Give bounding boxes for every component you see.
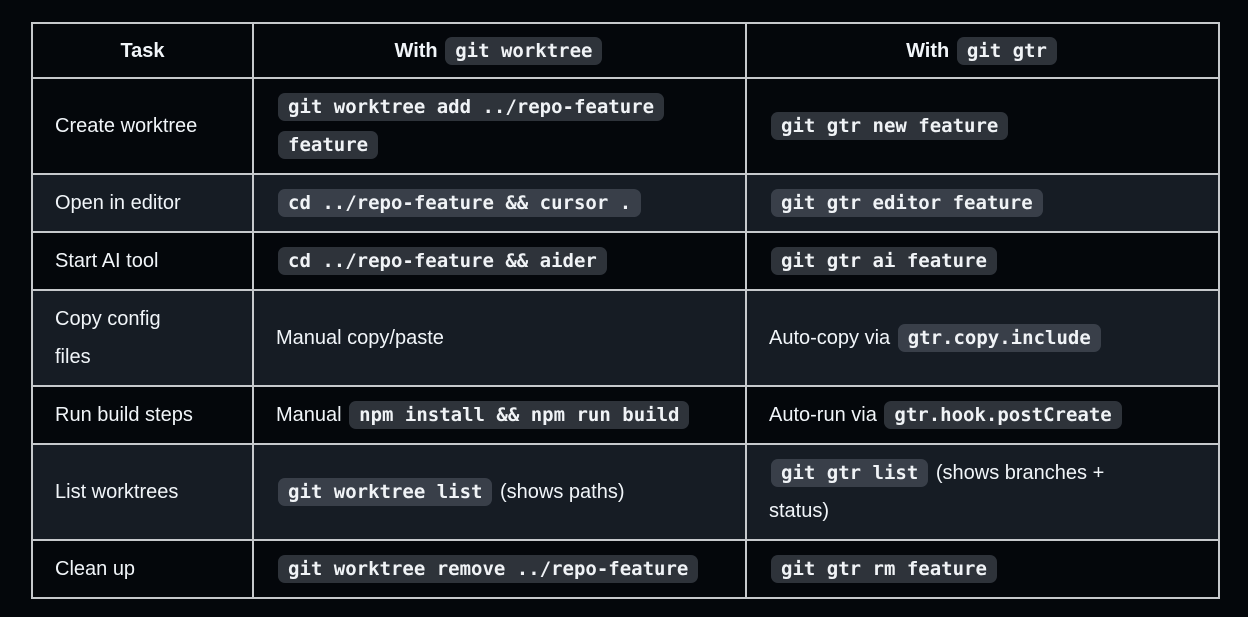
table-row: Create worktree git worktree add ../repo-… [31, 77, 1220, 175]
inline-code: git gtr list [771, 459, 929, 487]
column-header-task: Task [31, 22, 254, 79]
task-cell: Open in editor [31, 173, 254, 233]
cell-content: Open in editor [55, 184, 200, 222]
inline-code: gtr.copy.include [897, 324, 1101, 352]
cell-text: Copy config files [55, 308, 161, 368]
cell-content: Auto-run via gtr.hook.postCreate [769, 396, 1149, 434]
task-cell: Copy config files [31, 289, 254, 387]
cell-text: Open in editor [55, 192, 181, 214]
cell-content: Manual npm install && npm run build [276, 396, 723, 434]
table-body: Create worktree git worktree add ../repo-… [31, 77, 1220, 599]
cell-content: git worktree list (shows paths) [276, 473, 723, 511]
inline-code: cd ../repo-feature && cursor . [278, 189, 642, 217]
cell-content: git gtr ai feature [769, 242, 1149, 280]
cell-text: Auto-copy via [769, 327, 896, 349]
table-row: Open in editor cd ../repo-feature && curs… [31, 173, 1220, 233]
cell-text: Manual copy/paste [276, 327, 444, 349]
cell-text: Clean up [55, 558, 136, 580]
cell-text: Manual [276, 404, 348, 426]
inline-code: git gtr ai feature [771, 247, 997, 275]
inline-code: git worktree remove ../repo-feature [278, 555, 699, 583]
task-cell: Run build steps [31, 385, 254, 445]
cell-content: cd ../repo-feature && cursor . [276, 184, 723, 222]
cell-text: Task [120, 39, 165, 62]
inline-code: gtr.hook.postCreate [884, 401, 1122, 429]
inline-code: cd ../repo-feature && aider [278, 247, 607, 275]
cell-content: Run build steps [55, 396, 200, 434]
gtr-cell: git gtr new feature [745, 77, 1220, 175]
cell-text: (shows branches + status) [769, 462, 1105, 522]
inline-code: git gtr rm feature [771, 555, 997, 583]
cell-content: git worktree add ../repo-feature feature [276, 88, 723, 164]
inline-code: git worktree list [278, 478, 493, 506]
worktree-cell: git worktree remove ../repo-feature [252, 539, 747, 599]
table-row: List worktrees git worktree list (shows p… [31, 443, 1220, 541]
cell-content: cd ../repo-feature && aider [276, 242, 723, 280]
cell-content: Auto-copy via gtr.copy.include [769, 319, 1149, 357]
cell-text: List worktrees [55, 481, 179, 503]
worktree-cell: cd ../repo-feature && aider [252, 231, 747, 291]
gtr-cell: Auto-run via gtr.hook.postCreate [745, 385, 1220, 445]
gtr-cell: git gtr rm feature [745, 539, 1220, 599]
task-cell: List worktrees [31, 443, 254, 541]
cell-content: Start AI tool [55, 242, 200, 280]
cell-content: git gtr rm feature [769, 550, 1149, 588]
inline-code: git worktree [445, 36, 603, 65]
gtr-cell: git gtr editor feature [745, 173, 1220, 233]
inline-code: git gtr editor feature [771, 189, 1043, 217]
table-row: Start AI tool cd ../repo-feature && aider… [31, 231, 1220, 291]
worktree-cell: Manual copy/paste [252, 289, 747, 387]
inline-code: git gtr [956, 36, 1057, 65]
cell-text: (shows paths) [494, 481, 625, 503]
worktree-cell: git worktree add ../repo-feature feature [252, 77, 747, 175]
cell-content: List worktrees [55, 473, 200, 511]
cell-content: Manual copy/paste [276, 319, 723, 357]
task-cell: Clean up [31, 539, 254, 599]
cell-text: Auto-run via [769, 404, 883, 426]
cell-text: With [906, 39, 955, 62]
inline-code: git gtr new feature [771, 112, 1009, 140]
gtr-cell: git gtr list (shows branches + status) [745, 443, 1220, 541]
cell-text: Start AI tool [55, 250, 159, 272]
column-header-gtr: With git gtr [745, 22, 1220, 79]
table-row: Run build steps Manual npm install && npm… [31, 385, 1220, 445]
cell-content: Clean up [55, 550, 200, 588]
worktree-cell: cd ../repo-feature && cursor . [252, 173, 747, 233]
cell-text: Create worktree [55, 115, 198, 137]
worktree-cell: Manual npm install && npm run build [252, 385, 747, 445]
cell-content: git gtr editor feature [769, 184, 1149, 222]
gtr-cell: Auto-copy via gtr.copy.include [745, 289, 1220, 387]
gtr-cell: git gtr ai feature [745, 231, 1220, 291]
table-row: Clean up git worktree remove ../repo-feat… [31, 539, 1220, 599]
inline-code: npm install && npm run build [349, 401, 690, 429]
table-row: Copy config files Manual copy/paste Auto-c… [31, 289, 1220, 387]
task-cell: Create worktree [31, 77, 254, 175]
cell-content: Create worktree [55, 107, 200, 145]
inline-code: git worktree add ../repo-feature feature [278, 93, 665, 159]
cell-content: git gtr new feature [769, 107, 1149, 145]
cell-content: git gtr list (shows branches + status) [769, 454, 1149, 530]
cell-content: Copy config files [55, 300, 200, 376]
worktree-cell: git worktree list (shows paths) [252, 443, 747, 541]
cell-text: Run build steps [55, 404, 193, 426]
cell-content: git worktree remove ../repo-feature [276, 550, 723, 588]
column-header-worktree: With git worktree [252, 22, 747, 79]
task-cell: Start AI tool [31, 231, 254, 291]
cell-text: With [394, 39, 444, 62]
